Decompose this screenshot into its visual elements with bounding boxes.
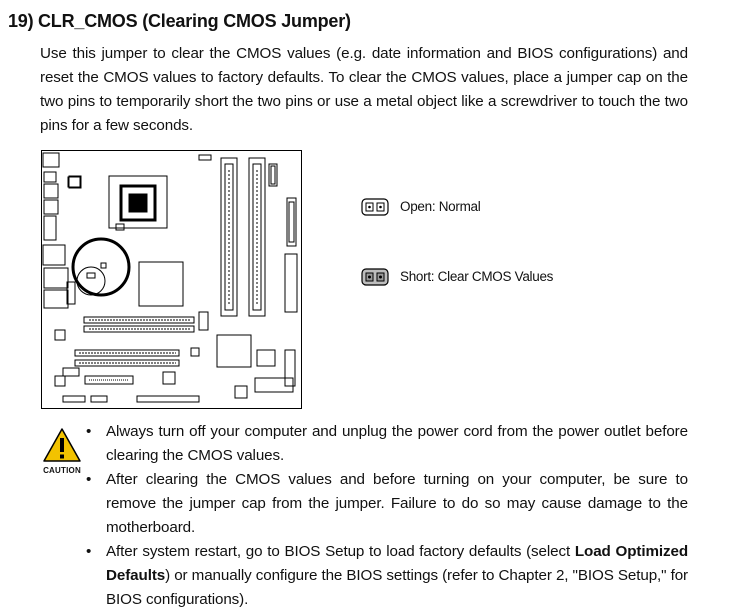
legend-short-label: Short: Clear CMOS Values: [400, 269, 554, 284]
caution-block: CAUTION: [40, 427, 84, 475]
list-item: After clearing the CMOS values and befor…: [84, 468, 688, 540]
section-number: 19): [8, 11, 34, 31]
caution-icon: [43, 428, 81, 462]
legend-open: Open: Normal: [361, 198, 481, 216]
motherboard-diagram: [41, 150, 302, 409]
list-item: Always turn off your computer and unplug…: [84, 420, 688, 468]
legend-short: Short: Clear CMOS Values: [361, 268, 553, 286]
section-heading: 19)CLR_CMOS (Clearing CMOS Jumper): [8, 11, 351, 32]
list-item: After system restart, go to BIOS Setup t…: [84, 540, 688, 612]
jumper-open-icon: [361, 198, 389, 216]
caution-list: Always turn off your computer and unplug…: [84, 420, 688, 612]
caution-label: CAUTION: [43, 466, 81, 475]
section-title: CLR_CMOS (Clearing CMOS Jumper): [38, 11, 351, 31]
jumper-short-icon: [361, 268, 389, 286]
legend-open-label: Open: Normal: [400, 199, 481, 214]
intro-paragraph: Use this jumper to clear the CMOS values…: [40, 45, 688, 134]
